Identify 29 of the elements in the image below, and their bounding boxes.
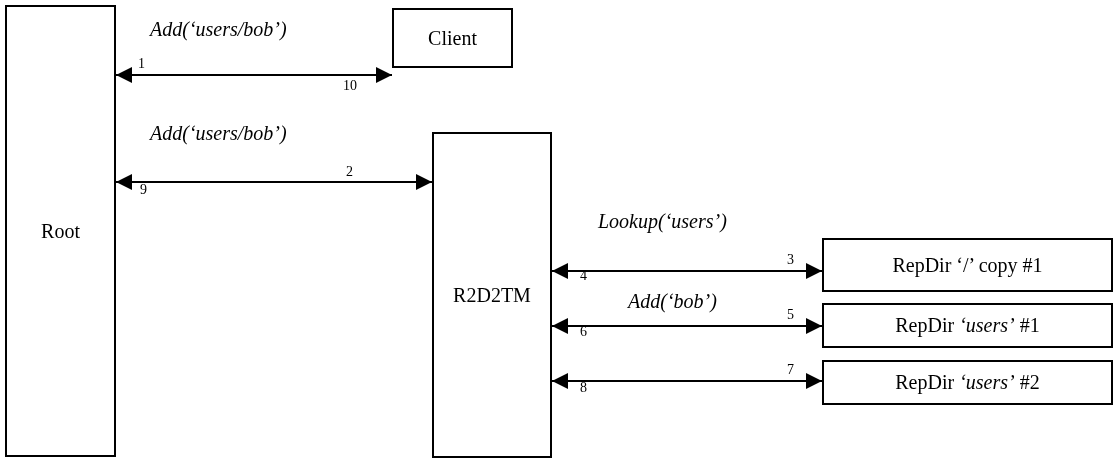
step-number: 8 (580, 380, 587, 396)
step-number: 10 (343, 78, 357, 94)
edge-label: Add(‘users/bob’) (150, 122, 287, 145)
node-label: RepDir ‘users’ #2 (895, 371, 1040, 394)
double-arrow (551, 263, 823, 279)
edge-label: Lookup(‘users’) (598, 210, 727, 233)
box (822, 238, 1113, 292)
double-arrow (115, 67, 393, 83)
edge-label: Add(‘bob’) (628, 290, 717, 313)
edge-label: Add(‘users/bob’) (150, 18, 287, 41)
step-number: 5 (787, 307, 794, 323)
step-number: 3 (787, 252, 794, 268)
node-label: RepDir ‘users’ #1 (895, 314, 1040, 337)
double-arrow (115, 174, 433, 190)
box (5, 5, 116, 457)
node-label: R2D2TM (453, 283, 531, 307)
double-arrow (551, 373, 823, 389)
box (392, 8, 513, 68)
box (432, 132, 552, 458)
step-number: 2 (346, 164, 353, 180)
step-number: 9 (140, 182, 147, 198)
node-label: Root (41, 219, 80, 243)
step-number: 1 (138, 56, 145, 72)
double-arrow (551, 318, 823, 334)
node-label: RepDir ‘/’ copy #1 (892, 253, 1043, 277)
box (822, 360, 1113, 405)
node-label: Client (428, 26, 477, 50)
box (822, 303, 1113, 348)
step-number: 7 (787, 362, 794, 378)
